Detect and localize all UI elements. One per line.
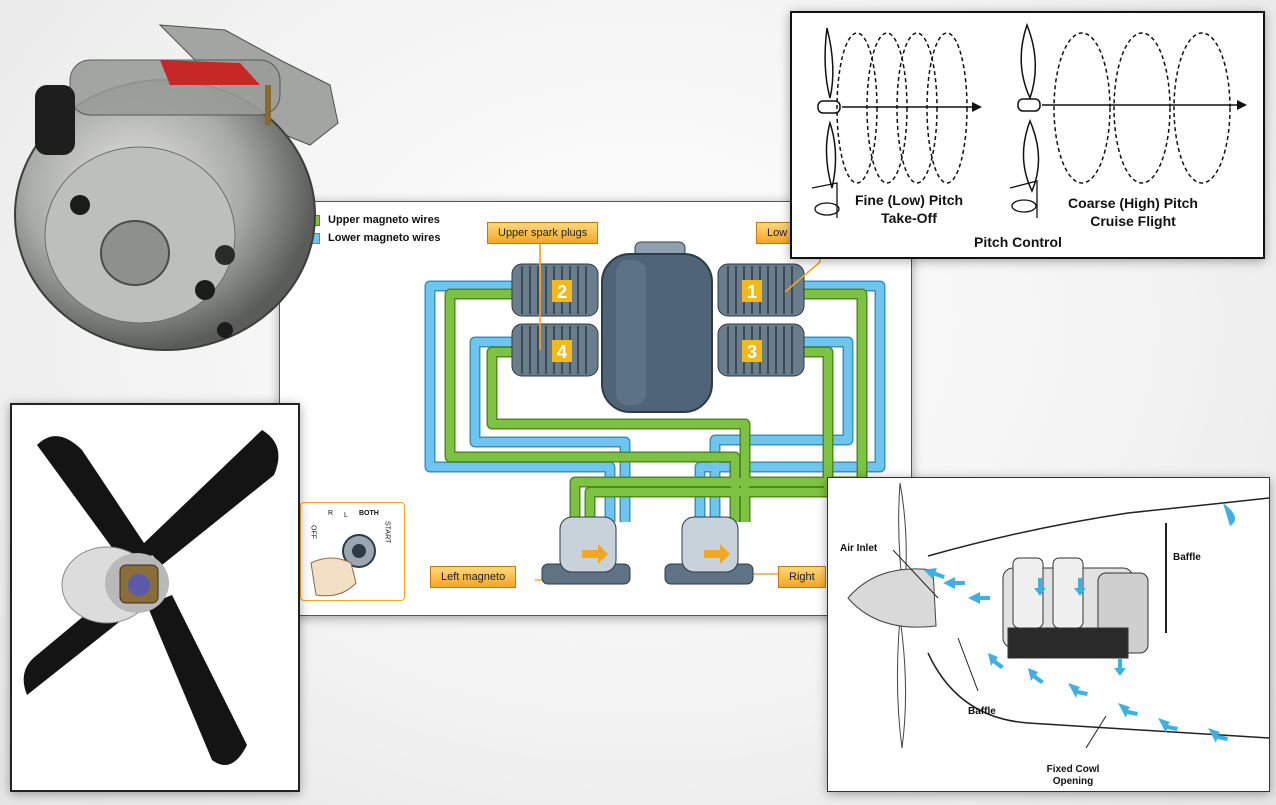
cylinder-1-label: 1 [747,282,757,302]
coarse-pitch-helix [1053,32,1231,184]
coarse-pitch-propeller [1017,22,1041,193]
fine-pitch-label: Fine (Low) Pitch [855,192,963,208]
legend-lower-label: Lower magneto wires [328,232,441,244]
cowling-airflow-diagram: Air Inlet Baffle Baffle Fixed Cowl Openi… [840,482,1270,787]
switch-off-label: OFF [310,525,317,539]
engine-body [601,241,713,413]
switch-l-label: L [344,512,348,519]
ignition-switch-graphic: OFF R L BOTH START [310,510,391,597]
cylinder-4-label: 4 [557,342,567,362]
fine-pitch-helix [836,32,968,184]
callout-left-magneto: Left magneto [430,566,517,588]
fuselage-top-line [927,497,1270,557]
baffle-bottom-label: Baffle [968,706,996,717]
cylinder-2: 2 [511,263,599,317]
four-blade-propeller-graphic [23,430,279,765]
fine-pitch-arrowhead [972,102,982,112]
air-inlet-label: Air Inlet [840,543,878,554]
baffle-top-label: Baffle [1173,552,1201,563]
callout-lower-spark-plugs: Low [756,222,799,244]
pitch-control-diagram: Fine (Low) Pitch Take-Off Coarse (High) … [811,22,1247,250]
cylinder-4: 4 [511,323,599,377]
cylinder-1: 1 [717,263,805,317]
right-magneto [664,516,754,585]
ignition-wiring-diagram: 2 1 4 3 [424,232,886,585]
left-magneto [541,516,631,585]
cylinder-3-label: 3 [747,342,757,362]
spinner [847,568,937,628]
ignition-diagram-panel: Upper magneto wires Lower magneto wires [279,201,912,616]
fuselage-bottom-line [927,652,1270,739]
cylinder-2-label: 2 [557,282,567,302]
switch-both-label: BOTH [359,510,379,517]
propeller-photo-panel [10,403,300,792]
ignition-switch-inset: OFF R L BOTH START [300,502,405,601]
cowl-leader-lines [892,549,1107,749]
fine-pitch-blade-angle [811,182,840,218]
fine-pitch-propeller [817,27,841,189]
pitch-control-panel: Fine (Low) Pitch Take-Off Coarse (High) … [790,11,1265,259]
fixed-cowl-sublabel: Opening [1053,776,1094,787]
callout-upper-spark-plugs: Upper spark plugs [487,222,599,244]
airflow-arrows [923,568,1228,743]
coarse-pitch-sublabel: Cruise Flight [1090,213,1176,229]
cowl-propeller-lower-blade [896,617,907,749]
fixed-cowl-label: Fixed Cowl [1047,764,1100,775]
cowling-airflow-panel: Air Inlet Baffle Baffle Fixed Cowl Openi… [827,477,1270,792]
fine-pitch-sublabel: Take-Off [881,210,937,226]
switch-r-label: R [328,510,333,517]
cylinder-3: 3 [717,323,805,377]
legend-upper-label: Upper magneto wires [328,214,440,226]
antenna-tip [1223,503,1236,526]
pitch-control-title: Pitch Control [974,234,1062,250]
coarse-pitch-label: Coarse (High) Pitch [1068,195,1198,211]
coarse-pitch-arrowhead [1237,100,1247,110]
switch-start-label: START [384,521,391,544]
callout-right-magneto: Right [778,566,826,588]
coarse-pitch-blade-angle [1009,180,1038,218]
alternator-photo [10,5,340,360]
cowl-engine [1002,557,1149,659]
alternator-graphic [14,24,339,351]
